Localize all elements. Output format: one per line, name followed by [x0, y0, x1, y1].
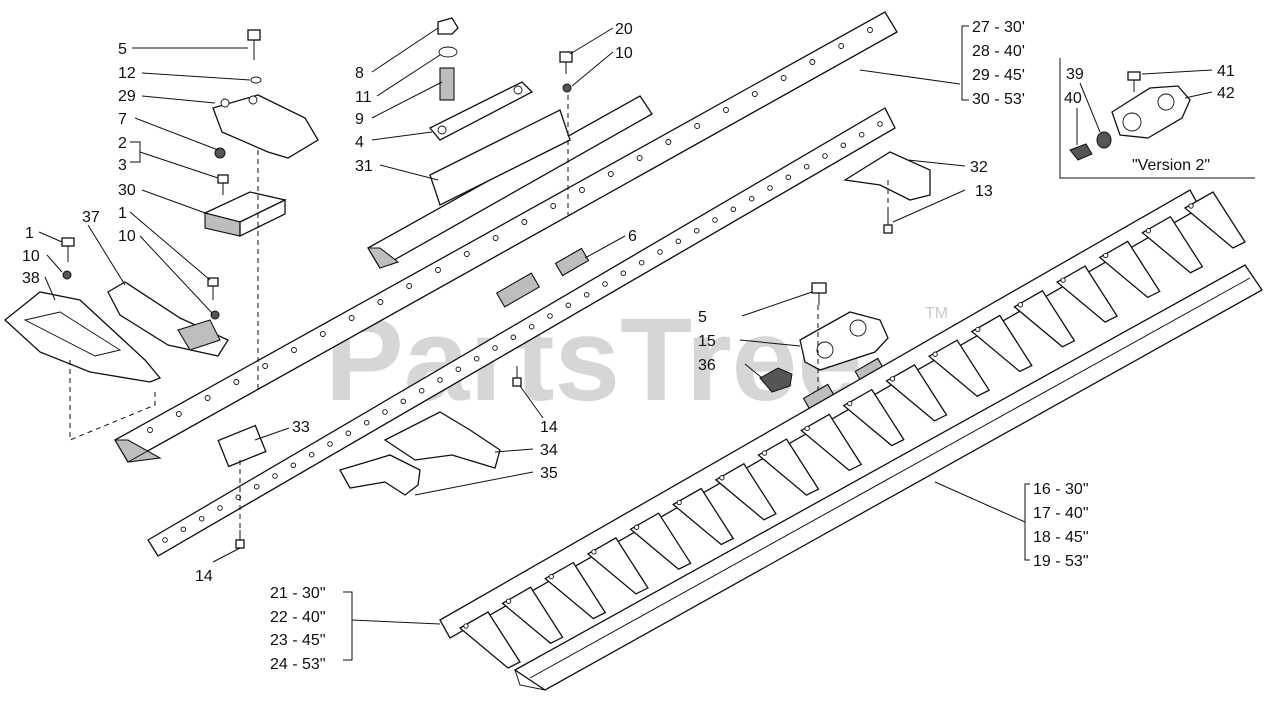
- callout-29: 29: [118, 88, 136, 105]
- sickle-tooth: [1013, 289, 1076, 348]
- callout-14: 14: [540, 419, 558, 436]
- sickle-size-item: 21 - 30": [270, 585, 326, 602]
- sickle-tooth: [1098, 240, 1161, 299]
- guard-size-item: 18 - 45": [1033, 529, 1089, 546]
- sickle-back-bar-part[interactable]: [147, 107, 896, 557]
- strap-part[interactable]: [428, 81, 534, 141]
- sickle-tooth: [501, 586, 564, 645]
- callout-20: 20: [615, 21, 633, 38]
- sickle-size-item: 22 - 40": [270, 609, 326, 626]
- callout-5: 5: [698, 309, 707, 326]
- callout-9: 9: [355, 111, 364, 128]
- sickle-tooth: [927, 339, 991, 397]
- version-2-inset: "Version 2": [1059, 58, 1255, 179]
- guard-size-group: 16 - 30" 17 - 40" 18 - 45" 19 - 53": [1033, 481, 1089, 570]
- sickle-tooth: [757, 438, 820, 496]
- guard-size-item: 17 - 40": [1033, 505, 1089, 522]
- guard-size-item: 16 - 30": [1033, 481, 1089, 498]
- leader-lines: [38, 25, 1213, 661]
- sickle-size-group: 21 - 30" 22 - 40" 23 - 45" 24 - 53": [270, 585, 326, 673]
- sickle-size-item: 23 - 45": [270, 632, 326, 649]
- callout-30: 30: [118, 182, 136, 199]
- callout-41: 41: [1217, 63, 1235, 80]
- sickle-tooth: [629, 512, 692, 570]
- spacer-block-part[interactable]: [203, 191, 287, 238]
- callout-13: 13: [975, 183, 993, 200]
- bar-size-item: 28 - 40': [972, 43, 1025, 60]
- bar-size-item: 27 - 30': [972, 19, 1025, 36]
- callout-3: 3: [118, 157, 127, 174]
- guard-plate-parts[interactable]: [217, 151, 931, 496]
- callout-31: 31: [355, 158, 373, 175]
- callout-10: 10: [615, 45, 633, 62]
- callout-37: 37: [82, 209, 100, 226]
- bolt-icon: [61, 29, 262, 320]
- callout-labels: 5 12 29 7 2 3 30 1 10 1 10 38 37 8 11 9 …: [22, 21, 1235, 585]
- callout-1: 1: [25, 225, 34, 242]
- callout-10: 10: [118, 228, 136, 245]
- wear-plate-part[interactable]: [367, 95, 653, 269]
- alignment-lines: [69, 95, 889, 530]
- inset-caption: "Version 2": [1132, 157, 1210, 174]
- bar-size-item: 29 - 45': [972, 67, 1025, 84]
- sickle-tooth: [885, 364, 948, 422]
- bracket-part[interactable]: [212, 94, 319, 159]
- callout-8: 8: [355, 65, 364, 82]
- sickle-tooth: [842, 388, 905, 447]
- callout-32: 32: [970, 159, 988, 176]
- sickle-tooth: [800, 413, 863, 472]
- bar-size-group: 27 - 30' 28 - 40' 29 - 45' 30 - 53': [972, 19, 1025, 108]
- callout-1: 1: [118, 205, 127, 222]
- watermark-tm: TM: [925, 305, 948, 322]
- bar-size-item: 30 - 53': [972, 91, 1025, 108]
- sickle-tooth: [714, 462, 777, 521]
- callout-11: 11: [355, 89, 372, 106]
- callout-4: 4: [355, 134, 364, 151]
- sickle-tooth: [1183, 191, 1246, 249]
- sickle-tooth: [672, 487, 735, 546]
- sickle-tooth: [1141, 215, 1204, 274]
- callout-2: 2: [118, 135, 127, 152]
- guard-angle-part[interactable]: [513, 264, 1263, 691]
- sickle-tooth: [1055, 265, 1119, 323]
- guard-size-item: 19 - 53": [1033, 553, 1089, 570]
- sickle-tooth: [544, 561, 607, 620]
- fastener-icons: [235, 17, 893, 549]
- callout-5: 5: [118, 41, 127, 58]
- sickle-head-part[interactable]: [759, 282, 889, 393]
- callout-36: 36: [698, 357, 716, 374]
- callout-35: 35: [540, 465, 558, 482]
- callout-38: 38: [22, 270, 40, 287]
- sickle-assembly-part[interactable]: [439, 189, 1246, 669]
- callout-42: 42: [1217, 85, 1235, 102]
- callout-34: 34: [540, 442, 558, 459]
- callout-6: 6: [628, 228, 637, 245]
- shield-part[interactable]: [107, 281, 229, 357]
- callout-14: 14: [195, 568, 213, 585]
- cutter-bar-part[interactable]: [114, 11, 898, 463]
- shoe-part[interactable]: [4, 291, 162, 383]
- callout-10: 10: [22, 248, 40, 265]
- callout-12: 12: [118, 65, 136, 82]
- sickle-tooth: [586, 537, 649, 595]
- sickle-size-item: 24 - 53": [270, 656, 326, 673]
- callout-33: 33: [292, 419, 310, 436]
- callout-15: 15: [698, 333, 716, 350]
- callout-40: 40: [1064, 90, 1082, 107]
- sickle-tooth: [970, 314, 1033, 373]
- sickle-tooth: [458, 611, 521, 669]
- callout-39: 39: [1066, 66, 1084, 83]
- callout-7: 7: [118, 111, 127, 128]
